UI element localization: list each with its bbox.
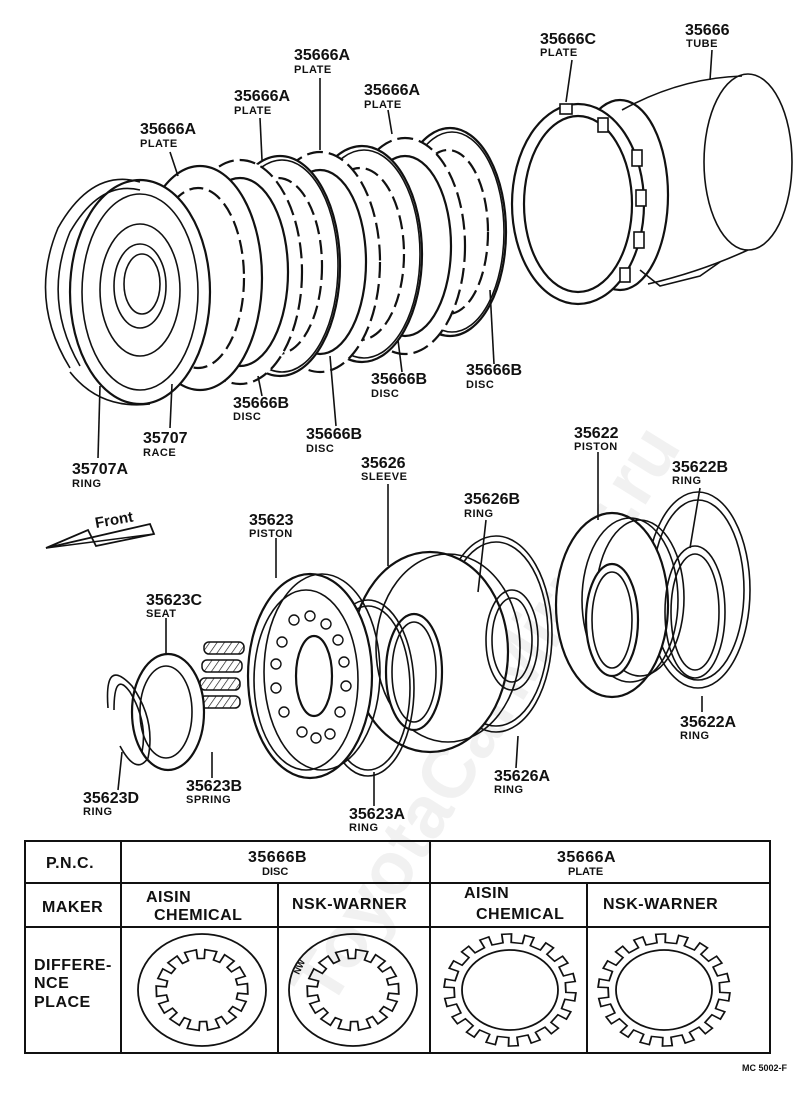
label-35666b-3-pnc: 35666B [371, 371, 427, 388]
table-pnc-header: P.N.C. [46, 855, 94, 872]
maker-2-line-1: NSK-WARNER [292, 896, 407, 913]
figure-code: MC 5002-F [742, 1063, 788, 1073]
label-35626b-pnc: 35626B [464, 491, 520, 508]
label-35626a-pnc: 35626A [494, 768, 550, 785]
label-35666a-2-name: PLATE [234, 105, 272, 117]
table-group-disc-pnc: 35666B [248, 849, 307, 866]
label-35707a-pnc: 35707A [72, 461, 128, 478]
label-35666a-4-pnc: 35666A [140, 121, 196, 138]
label-35623d-name: RING [83, 806, 113, 818]
diff-header-line-3: PLACE [34, 994, 91, 1011]
label-35666b-2-name: DISC [306, 443, 334, 455]
label-35622b-name: RING [672, 475, 702, 487]
label-35666-pnc: 35666 [685, 22, 730, 39]
label-35622-pnc: 35622 [574, 425, 619, 442]
clutch-pack-assembly [44, 73, 793, 406]
diff-header-line-1: DIFFERE- [34, 957, 112, 974]
label-35707a-name: RING [72, 478, 102, 490]
front-arrow: Front [45, 509, 156, 549]
leaders-upper [97, 49, 713, 459]
label-35623c-name: SEAT [146, 608, 177, 620]
table-group-disc-name: DISC [262, 866, 288, 878]
label-35666a-2-pnc: 35666A [234, 88, 290, 105]
label-35666-name: TUBE [686, 38, 718, 50]
label-35622b-pnc: 35622B [672, 459, 728, 476]
piston-assembly [106, 491, 751, 780]
labels-upper: 35666 TUBE 35666C PLATE 35666A PLATE 356… [72, 22, 730, 490]
leaders-lower [117, 452, 703, 806]
label-35623c-pnc: 35623C [146, 592, 202, 609]
snap-ring-35623d [106, 674, 151, 766]
label-35623a-pnc: 35623A [349, 806, 405, 823]
label-35666b-4-pnc: 35666B [466, 362, 522, 379]
maker-1-line-1: AISIN [146, 889, 191, 906]
plate-35666c [510, 102, 647, 306]
disc-aisin-chemical-shape [137, 933, 267, 1047]
label-35623d-pnc: 35623D [83, 790, 139, 807]
snap-ring-35707a [44, 178, 151, 406]
plate-nsk-warner-shape [597, 933, 731, 1047]
label-35666c-pnc: 35666C [540, 31, 596, 48]
maker-1-line-2: CHEMICAL [154, 907, 242, 924]
label-35666a-1-name: PLATE [294, 64, 332, 76]
table-group-plate-pnc: 35666A [557, 849, 616, 866]
ring-35622a [664, 545, 726, 679]
maker-4-line-1: NSK-WARNER [603, 896, 718, 913]
spring-pack-35623b [199, 641, 245, 709]
label-35626-name: SLEEVE [361, 471, 407, 483]
label-35626b-name: RING [464, 508, 494, 520]
label-35666b-1-name: DISC [233, 411, 261, 423]
label-35622a-pnc: 35622A [680, 714, 736, 731]
front-label: Front [94, 509, 135, 532]
table-group-plate-name: PLATE [568, 866, 603, 878]
disc-nsk-warner-shape [288, 933, 418, 1047]
label-35666a-1-pnc: 35666A [294, 47, 350, 64]
label-35626a-name: RING [494, 784, 524, 796]
label-35622a-name: RING [680, 730, 710, 742]
label-35626-pnc: 35626 [361, 455, 406, 472]
label-35666a-3-name: PLATE [364, 99, 402, 111]
diff-header-line-2: NCE [34, 975, 69, 992]
label-35666a-4-name: PLATE [140, 138, 178, 150]
label-35666b-4-name: DISC [466, 379, 494, 391]
ring-35626a [485, 589, 539, 691]
label-35622-name: PISTON [574, 441, 618, 453]
label-35623a-name: RING [349, 822, 379, 834]
label-35623b-name: SPRING [186, 794, 231, 806]
table-maker-header: MAKER [42, 899, 103, 916]
label-35623-name: PISTON [249, 528, 293, 540]
seat-35623c [130, 652, 206, 772]
label-35623-pnc: 35623 [249, 512, 294, 529]
piston-35623 [246, 572, 381, 780]
labels-lower: 35622 PISTON 35622B RING 35626 SLEEVE 35… [83, 425, 736, 834]
plate-aisin-chemical-shape [443, 933, 577, 1047]
label-35666b-1-pnc: 35666B [233, 395, 289, 412]
maker-3-line-1: AISIN [464, 885, 509, 902]
label-35707-pnc: 35707 [143, 430, 188, 447]
maker-3-line-2: CHEMICAL [476, 906, 564, 923]
label-35666c-name: PLATE [540, 47, 578, 59]
label-35666b-3-name: DISC [371, 388, 399, 400]
race-35707 [68, 178, 212, 406]
label-35707-name: RACE [143, 447, 176, 459]
piston-35622 [554, 511, 685, 699]
label-35666b-2-pnc: 35666B [306, 426, 362, 443]
label-35666a-3-pnc: 35666A [364, 82, 420, 99]
label-35623b-pnc: 35623B [186, 778, 242, 795]
